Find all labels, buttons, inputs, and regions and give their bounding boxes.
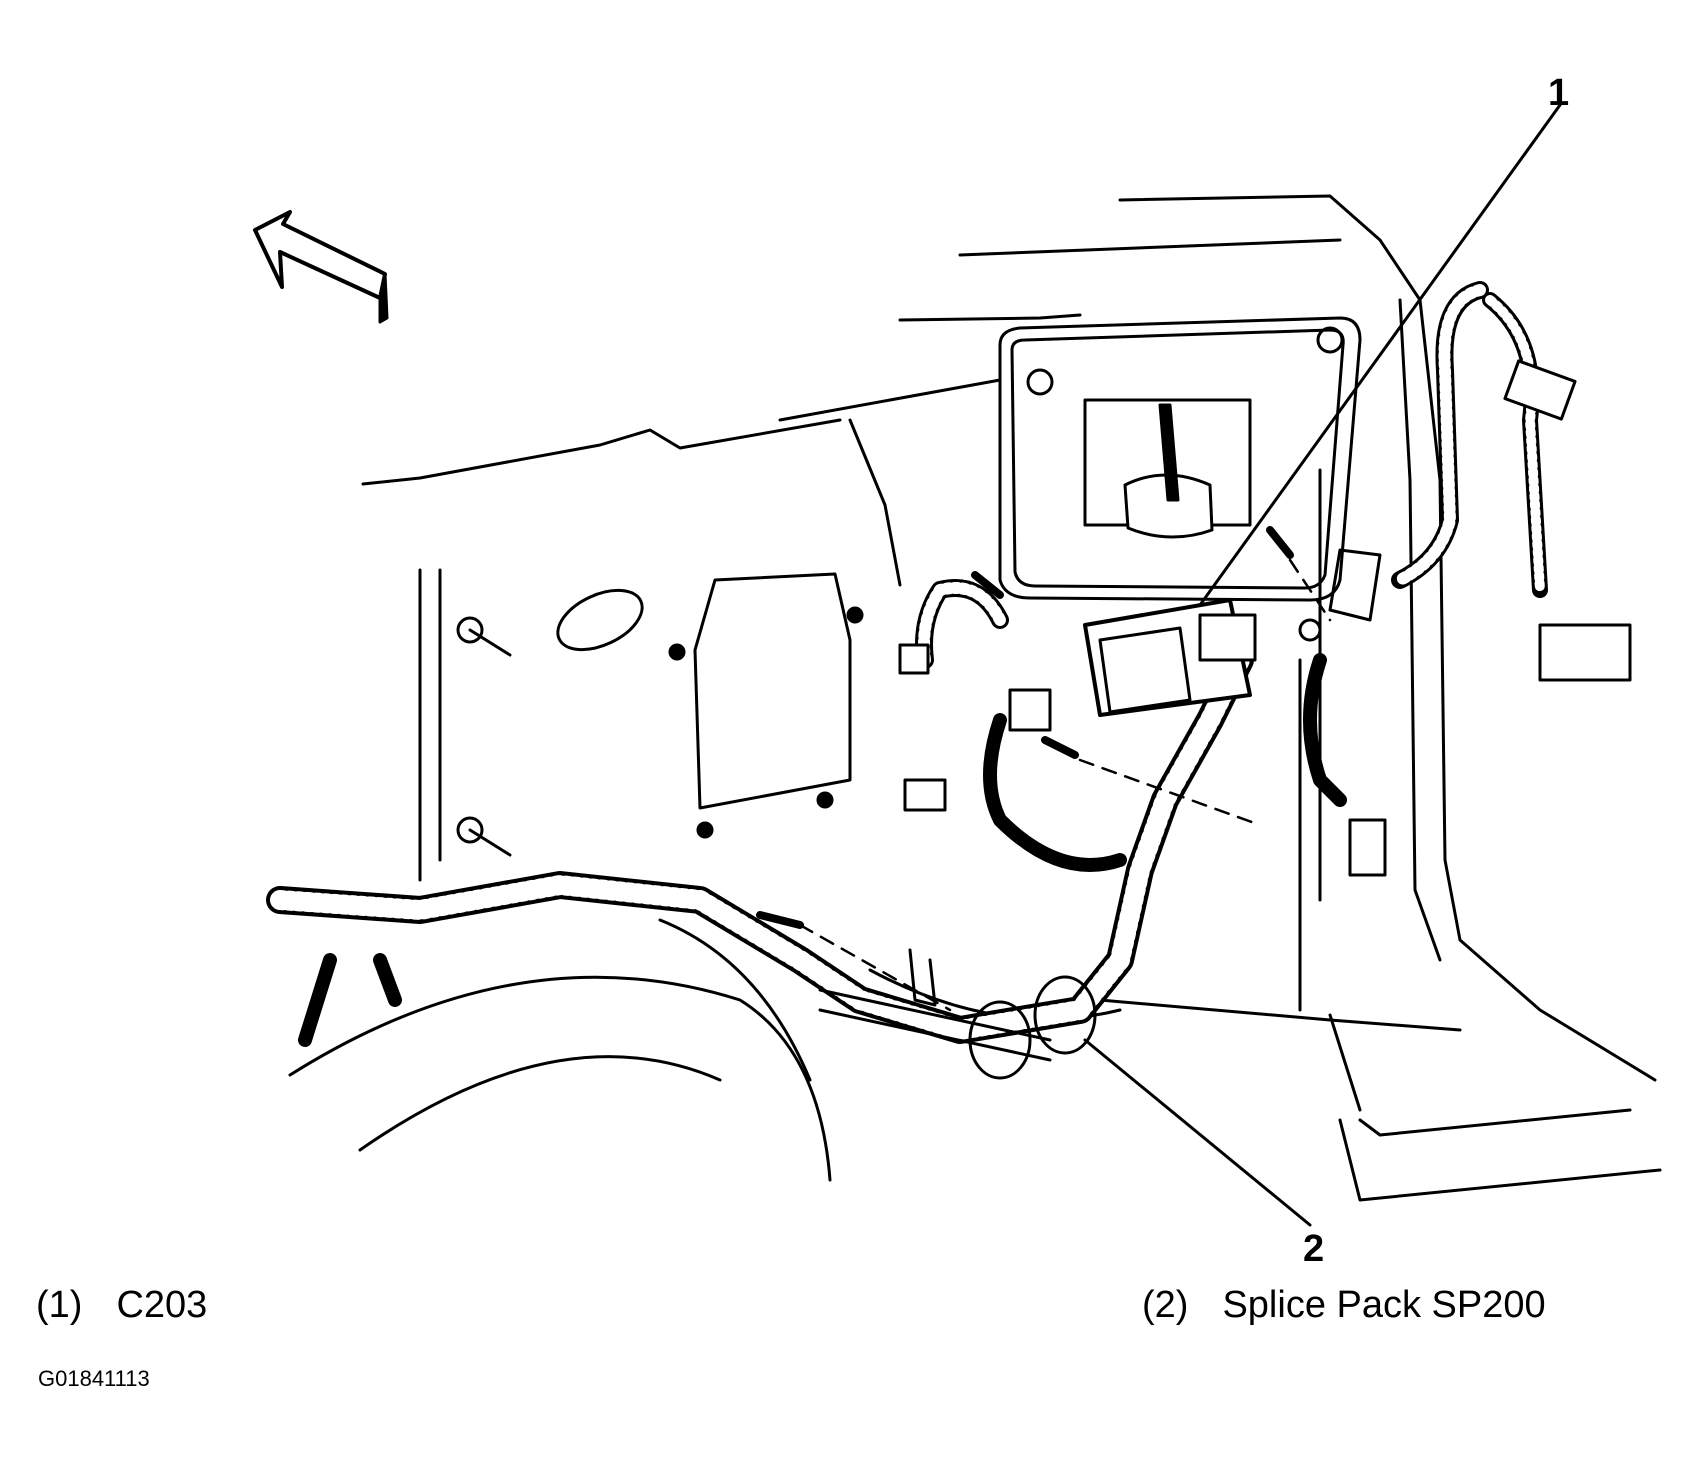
inner-panel — [456, 572, 864, 857]
leader-lines — [1083, 103, 1562, 1227]
wheelhouse — [288, 918, 1122, 1182]
studs — [756, 526, 1294, 1007]
alignment-lines — [798, 558, 1332, 1012]
legend-label: Splice Pack SP200 — [1222, 1284, 1546, 1326]
legend-item-c203: (1) C203 — [36, 1284, 207, 1327]
connectors — [898, 359, 1632, 877]
figure-id: G01841113 — [38, 1366, 150, 1391]
legend-item-splice-pack: (2) Splice Pack SP200 — [1142, 1284, 1546, 1327]
body-panel — [361, 194, 1662, 1202]
legend-number: (2) — [1142, 1284, 1189, 1326]
front-arrow-icon — [253, 210, 389, 324]
splice-pack — [818, 975, 1097, 1080]
legend-number: (1) — [36, 1284, 83, 1326]
legend-label: C203 — [116, 1284, 208, 1326]
callout-2: 2 — [1303, 1228, 1325, 1270]
leader-line-1 — [1198, 103, 1562, 607]
access-panel — [998, 316, 1362, 602]
wiring-harness — [266, 281, 1548, 1047]
leader-line-2 — [1083, 1038, 1312, 1227]
callout-1: 1 — [1548, 72, 1570, 114]
